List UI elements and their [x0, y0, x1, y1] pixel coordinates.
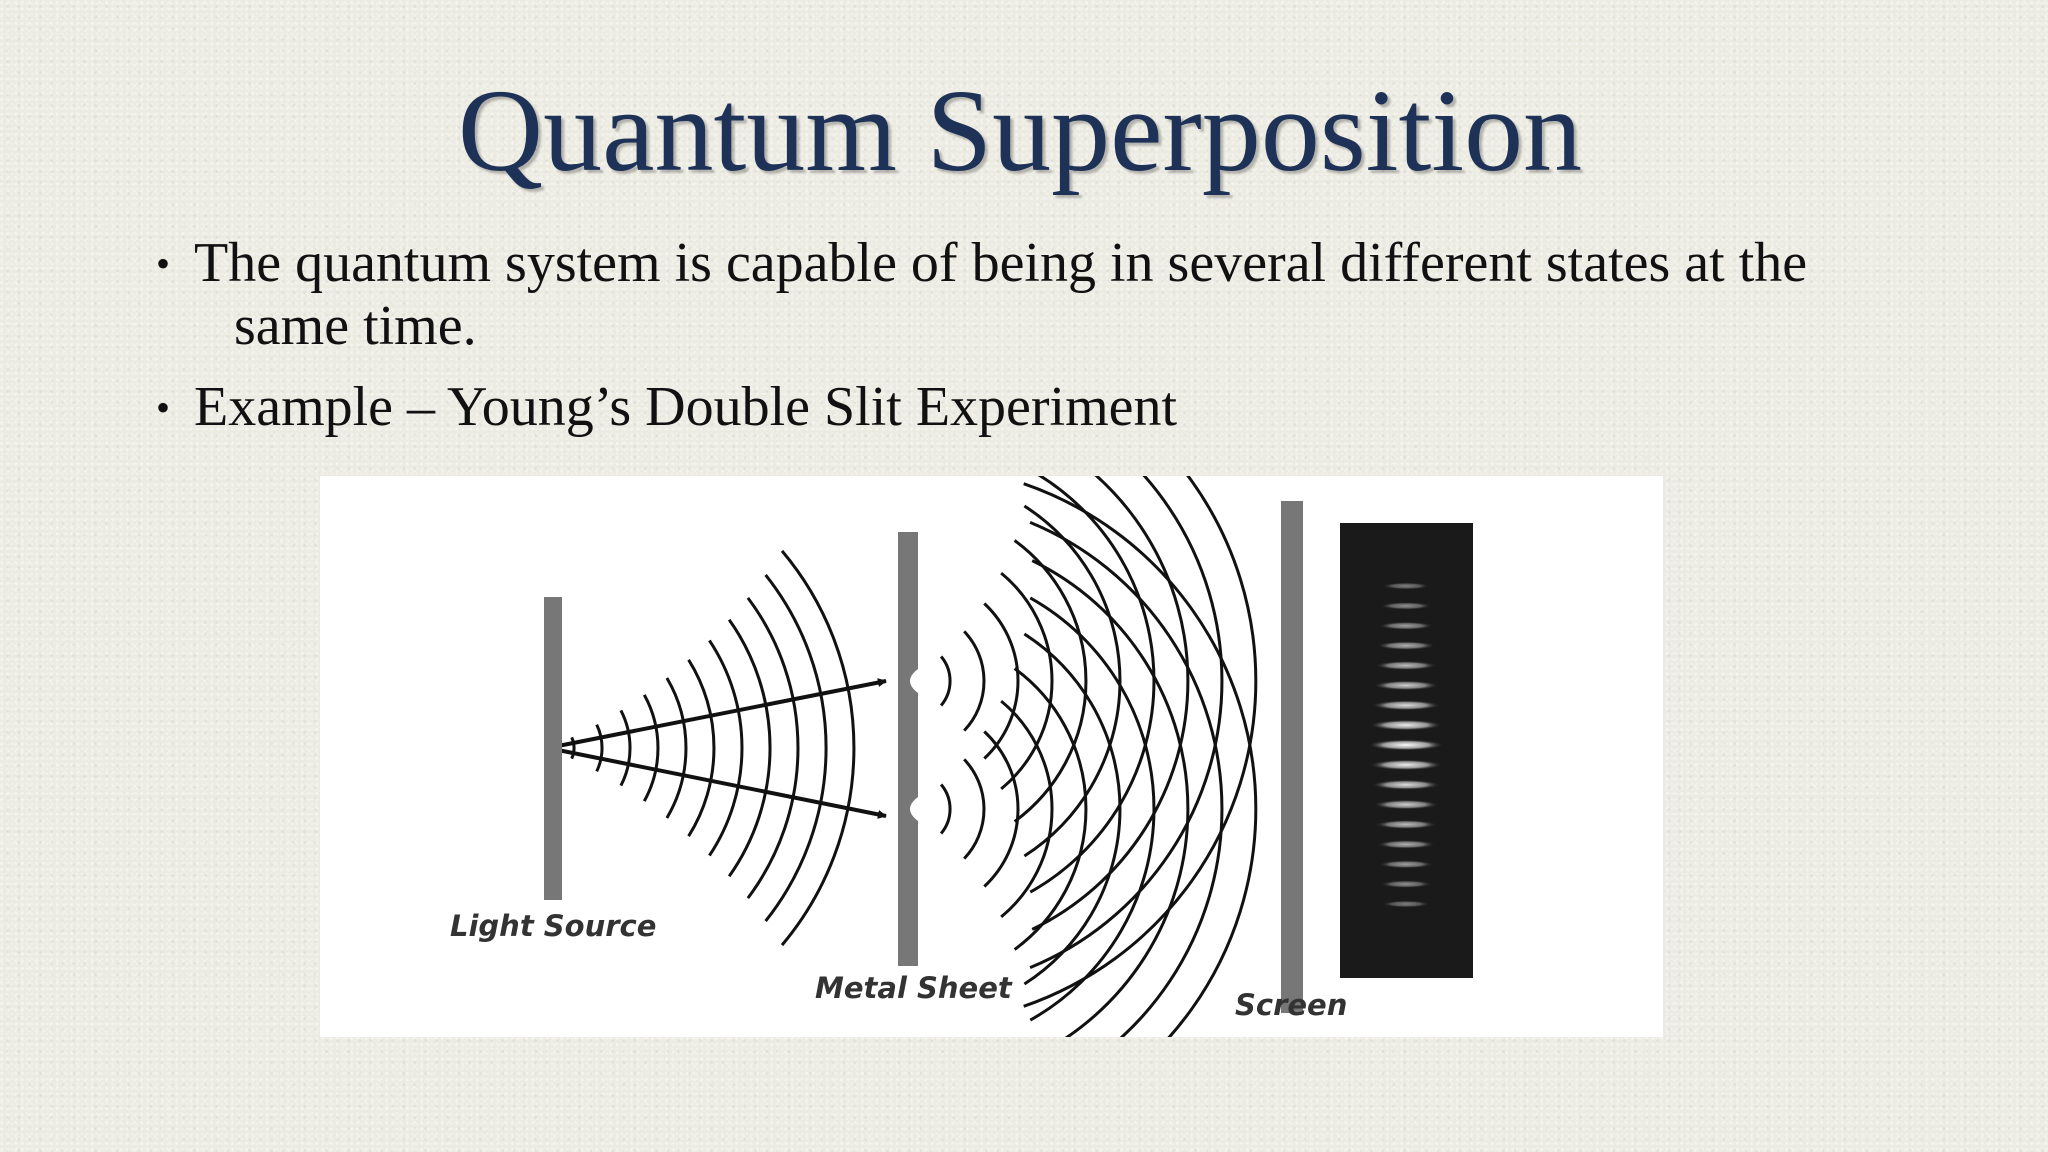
diffracted-wavefront: [983, 730, 1020, 888]
incident-wavefront: [746, 597, 800, 899]
double-slit-diagram: Light Source Metal Sheet Screen: [320, 476, 1663, 1037]
interference-fringe: [1376, 641, 1436, 650]
double-slit-diagram-svg: Light Source Metal Sheet Screen: [450, 476, 1473, 1037]
incident-wavefront: [665, 677, 688, 819]
diffracted-wavefront: [939, 783, 952, 835]
interference-fringes: [1368, 582, 1444, 908]
interference-fringe: [1382, 582, 1430, 590]
diffracted-wavefront: [1023, 504, 1122, 858]
light-source-barrier: [544, 597, 562, 900]
interference-fringe: [1371, 700, 1441, 711]
diffracted-wavefront: [1029, 476, 1156, 894]
diffracted-wavefront: [983, 602, 1020, 760]
diffracted-wavefront: [1000, 571, 1054, 791]
interference-pattern: [1340, 523, 1473, 978]
diffracted-wavefront: [1023, 476, 1258, 1008]
incident-wavefront: [642, 694, 660, 802]
diffracted-wavefront: [1013, 539, 1088, 823]
bullet-item: • The quantum system is capable of being…: [154, 232, 1854, 358]
metal-sheet-barrier: [898, 532, 918, 966]
interference-fringe: [1373, 799, 1439, 810]
incident-wavefronts: [570, 549, 856, 947]
bullet-list: • The quantum system is capable of being…: [154, 232, 1854, 457]
bullet-item: • Example – Young’s Double Slit Experime…: [154, 376, 1854, 439]
diffracted-wavefront: [1031, 559, 1190, 1037]
diffracted-wavefront: [1029, 521, 1224, 1037]
screen-label: Screen: [1235, 988, 1347, 1022]
interference-fringe: [1376, 840, 1436, 849]
diffracted-wavefront: [963, 630, 986, 732]
interference-fringe: [1380, 880, 1432, 888]
slide-title-text: Quantum Superposition: [457, 65, 1583, 196]
interference-fringe: [1373, 680, 1439, 691]
arrow-to-upper-slit: [547, 678, 887, 750]
interference-fringe: [1375, 820, 1437, 829]
diffracted-wavefront: [939, 655, 952, 707]
interference-fringe: [1371, 779, 1441, 790]
diffracted-wavefront: [963, 758, 986, 860]
interference-fringe: [1375, 661, 1437, 670]
incident-wavefront: [570, 736, 576, 760]
screen-barrier: [1281, 501, 1303, 1013]
diffracted-wavefront: [1023, 482, 1258, 1037]
bullet-text: The quantum system is capable of being i…: [194, 232, 1808, 357]
slide-title: Quantum Superposition: [0, 72, 2048, 190]
incident-wavefront: [780, 549, 856, 947]
interference-fringe: [1369, 759, 1443, 771]
interference-fringe: [1378, 860, 1434, 869]
arrow-to-lower-slit: [547, 746, 887, 819]
diffracted-wavefront: [1029, 596, 1156, 1022]
bullet-dot-icon: •: [156, 241, 171, 286]
incident-wavefront: [727, 618, 772, 878]
diffracted-wavefront: [1013, 667, 1088, 951]
diffracted-wavefront: [1029, 476, 1224, 969]
incident-wavefront: [764, 573, 828, 923]
diffracted-wavefront: [1023, 632, 1122, 986]
diffracted-wavefronts: [939, 476, 1258, 1037]
interference-fringe: [1369, 719, 1443, 731]
bullet-dot-icon: •: [156, 385, 171, 430]
incident-wavefront: [687, 659, 716, 837]
incident-wavefront: [708, 639, 744, 857]
light-source-label: Light Source: [450, 909, 656, 943]
diffracted-wavefront: [1000, 699, 1054, 919]
interference-fringe: [1380, 602, 1432, 610]
incident-wavefront: [595, 723, 604, 773]
incident-wavefront: [619, 709, 632, 787]
interference-fringe: [1368, 739, 1444, 751]
metal-sheet-label: Metal Sheet: [815, 971, 1013, 1005]
interference-fringe: [1378, 621, 1434, 630]
interference-fringe: [1382, 900, 1430, 908]
bullet-text: Example – Young’s Double Slit Experiment: [194, 376, 1178, 438]
